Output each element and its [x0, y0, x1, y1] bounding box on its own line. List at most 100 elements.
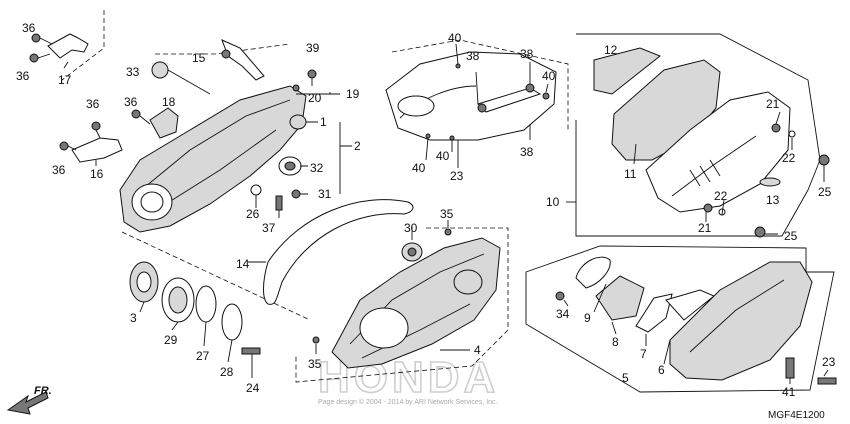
copyright-text: Page design © 2004 - 2014 by ARI Network…	[318, 398, 498, 406]
gasket	[385, 51, 557, 141]
washer-22-a	[788, 130, 796, 138]
callout: 25	[784, 229, 798, 243]
bracket-17	[47, 33, 89, 59]
shroud-cover	[645, 91, 791, 213]
callout: 40	[436, 149, 450, 163]
callout: 7	[640, 347, 647, 361]
callout: 38	[520, 47, 534, 61]
callout: 36	[124, 95, 138, 109]
callout: 34	[556, 307, 570, 321]
bolt-23-b	[817, 377, 837, 385]
bracket-17-frame	[61, 10, 105, 81]
cover-frame-top	[155, 43, 291, 55]
shroud-group	[566, 33, 830, 238]
circlip-27	[195, 285, 217, 323]
bolt-39	[307, 69, 317, 79]
callout: 11	[624, 167, 637, 181]
insulator-12	[593, 47, 661, 95]
callout: 16	[90, 167, 104, 181]
bracket-17-group	[29, 10, 105, 81]
bolt-31	[291, 189, 301, 199]
harness-15	[221, 39, 265, 81]
callout: 23	[450, 169, 464, 183]
callout: 36	[86, 97, 100, 111]
callout: 12	[604, 43, 618, 57]
callout: 38	[466, 49, 480, 63]
callouts: 1 2 3 4 5 6 7 8 9 10 11 12 13 14 15 16 1…	[16, 21, 836, 399]
callout: 36	[52, 163, 66, 177]
gasket-group	[385, 39, 569, 168]
bearing-1	[289, 114, 307, 130]
screw-34	[555, 291, 565, 301]
shroud-frame	[575, 33, 821, 237]
bolt-36-b	[29, 53, 39, 63]
collar-41	[785, 357, 795, 379]
left-cover-group	[119, 39, 352, 233]
callout: 21	[766, 97, 780, 111]
callout: 27	[196, 349, 210, 363]
screw-25-b	[754, 226, 766, 238]
callout: 32	[310, 161, 324, 175]
bolt-36-e	[131, 109, 141, 119]
sensor-18	[149, 107, 179, 139]
callout: 4	[474, 343, 481, 357]
gasket-frame	[391, 39, 569, 130]
callout: 39	[306, 41, 320, 55]
grommet-33	[151, 61, 169, 79]
duct-frame	[525, 245, 835, 393]
callout: 9	[584, 311, 591, 325]
dowel-35-b	[312, 336, 320, 344]
bolt-37	[275, 195, 283, 211]
main-cover-group	[295, 220, 509, 383]
callout: 8	[612, 335, 619, 349]
callout: 5	[622, 371, 629, 385]
callout: 28	[220, 365, 234, 379]
callout: 40	[448, 31, 462, 45]
front-label: FR.	[34, 385, 52, 397]
drive-belt-14	[263, 199, 414, 305]
callout: 24	[246, 381, 260, 395]
callout: 2	[354, 139, 361, 153]
callout: 22	[782, 151, 796, 165]
callout: 3	[130, 311, 137, 325]
callout: 25	[818, 185, 832, 199]
bracket-16	[71, 137, 123, 163]
bolt-36-c	[91, 121, 101, 131]
callout: 26	[246, 207, 260, 221]
callout: 38	[520, 145, 534, 159]
front-arrow-icon	[6, 391, 49, 415]
callout: 10	[546, 195, 560, 209]
callout: 33	[126, 65, 140, 79]
callout: 1	[320, 115, 327, 129]
callout: 35	[440, 207, 454, 221]
callout: 22	[714, 189, 728, 203]
duct-cover	[669, 261, 813, 381]
callout: 36	[16, 69, 30, 83]
belt-group	[248, 199, 423, 305]
callout: 19	[346, 87, 360, 101]
callout: 13	[766, 193, 780, 207]
seal-9	[575, 256, 611, 289]
duct-group	[525, 245, 837, 393]
callout: 40	[412, 161, 426, 175]
callout: 36	[22, 21, 36, 35]
collar-21-b	[703, 203, 713, 213]
bolt-36-a	[31, 33, 41, 43]
screw-25-a	[818, 154, 830, 166]
washer-26	[250, 184, 262, 196]
callout: 29	[164, 333, 178, 347]
callout: 6	[658, 363, 665, 377]
front-direction-indicator: FR.	[6, 385, 52, 415]
callout: 14	[236, 257, 250, 271]
main-cover-frame	[295, 227, 509, 383]
bracket-16-group	[59, 121, 123, 166]
callout: 20	[308, 91, 322, 105]
callout: 40	[542, 69, 556, 83]
callout: 23	[822, 355, 836, 369]
callout: 30	[404, 221, 418, 235]
callout: 21	[698, 221, 712, 235]
callout: 35	[308, 357, 322, 371]
drive-parts-group	[121, 231, 311, 378]
collar-21-a	[771, 123, 781, 133]
